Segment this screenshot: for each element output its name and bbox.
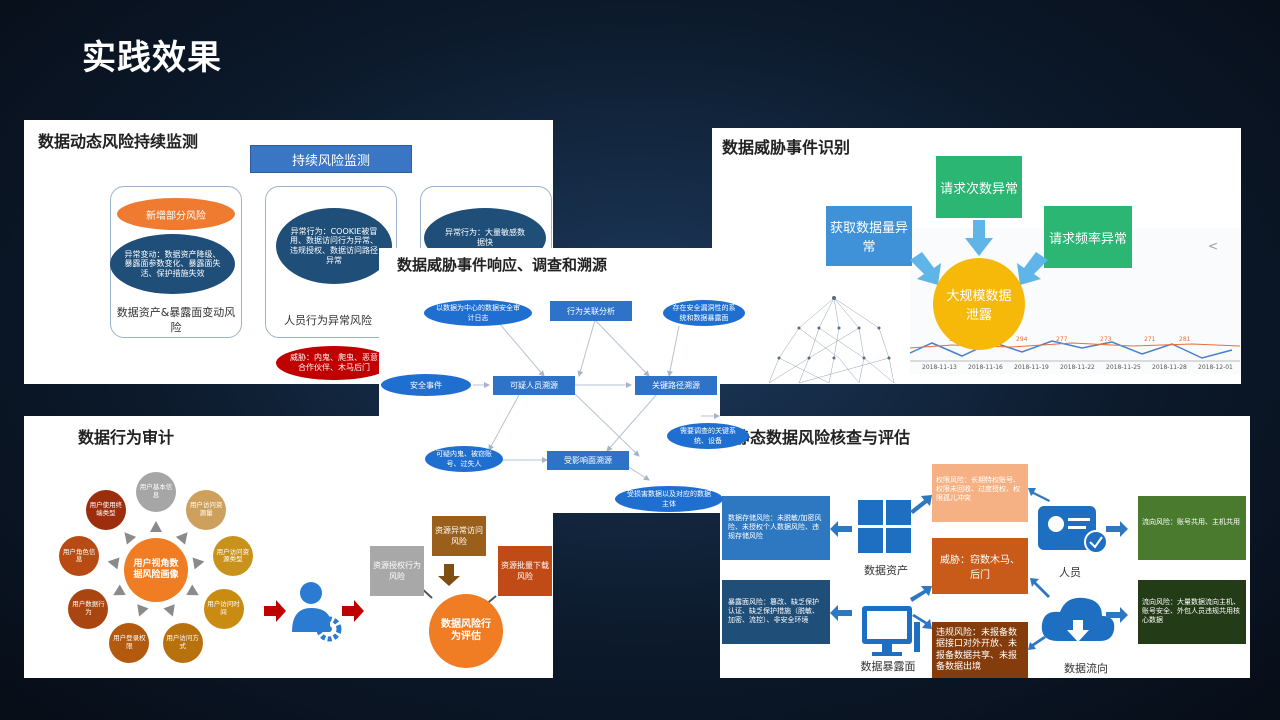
cloud-download-icon [1041, 597, 1115, 642]
panel-threat-response: 数据威胁事件响应、调查和溯源 [379, 248, 895, 513]
arrow-down [965, 220, 993, 256]
attribute-bubble: 用户登录权限 [109, 623, 150, 664]
abnormal-access-box: 资源异常访问风险 [432, 516, 486, 556]
chart-date-label: 2018-11-16 [968, 364, 1003, 371]
attribute-bubble: 用户访问时间 [203, 589, 244, 629]
radial-arrow [150, 521, 162, 532]
data-volume-box: 获取数据量异常 [826, 206, 912, 266]
user-gear-icon [292, 582, 342, 642]
series-line-2 [909, 342, 1241, 349]
mass-leak-circle: 大规模数据泄露 [933, 258, 1025, 350]
attribute-bubble: 用户访问方式 [162, 623, 203, 664]
attribute-bubble: 用户访问资源类型 [212, 536, 253, 577]
damaged-data-node: 受损害数据以及对应的数据主体 [615, 486, 723, 512]
chart-date-label: 2018-11-28 [1152, 364, 1187, 371]
slide-title: 实践效果 [82, 38, 222, 78]
chart-date-label: 2018-12-01 [1198, 364, 1233, 371]
suspect-people-node: 可疑内鬼、被窃账号、过失人 [425, 446, 503, 472]
storage-risk-box: 数据存储风险：未脱敏/加密风险、未授权个人数据风险、违规存储风险 [722, 496, 830, 560]
panel-behavior-audit: 数据行为审计 用户视角数据风险画像 用户基本信息用户访问资源量用户访问资源类型用… [24, 416, 553, 678]
chart-value-label: 277 [1056, 336, 1068, 343]
audit-log-node: 以数据为中心的数据安全审计日志 [424, 300, 532, 326]
connector-arrows [830, 488, 1128, 650]
chart-date-label: 2018-11-22 [1060, 364, 1095, 371]
exposure-risk-box: 暴露面风险：篡改、缺乏保护认证、缺乏保护措施（脱敏、加密、流控）、非安全环境 [722, 580, 830, 644]
panel-static-risk-assessment: 静态数据风险核查与评估 数据存储风险：未脱敏/加密风险、未授权个人数据风险、违规… [720, 416, 1250, 678]
exposure-surface-label: 数据暴露面 [860, 660, 916, 673]
attribute-bubble: 用户访问资源量 [186, 490, 227, 531]
new-risk-badge: 新增部分风险 [117, 198, 235, 230]
flow-risk-box-1: 流向风险：账号共用、主机共用 [1138, 496, 1246, 560]
suspect-trace-node: 可疑人员溯源 [493, 376, 575, 395]
chart-value-label: 294 [1016, 336, 1028, 343]
key-path-trace-node: 关键路径溯源 [635, 376, 717, 395]
chart-value-label: 273 [1100, 336, 1112, 343]
flow-risk-box-2: 流向风险：大量数据流向主机、账号安全、外包人员违规共用核心数据 [1138, 580, 1246, 644]
center-bubble: 用户视角数据风险画像 [124, 538, 188, 602]
person-label: 人员 [1059, 566, 1081, 579]
evaluation-circle: 数据风险行为评估 [429, 594, 503, 668]
icons [830, 488, 1128, 656]
attribute-bubble: 用户角色信息 [59, 536, 100, 577]
chart-date-label: 2018-11-13 [922, 364, 957, 371]
arrows [910, 220, 1048, 285]
red-arrow-2 [342, 600, 364, 622]
chart-date-label: 2018-11-19 [1014, 364, 1049, 371]
request-frequency-box: 请求频率异常 [1044, 206, 1132, 268]
panel-threat-identification: 数据威胁事件识别 < 308294277273271281 2018-11-13… [712, 128, 1241, 384]
red-arrow-1 [264, 600, 286, 622]
panel-title: 数据动态风险持续监测 [38, 132, 199, 151]
column-2-label: 人员行为异常风险 [284, 313, 372, 327]
series-line [909, 340, 1233, 359]
panel-title: 数据威胁事件响应、调查和溯源 [397, 256, 608, 274]
permission-risk-box: 权限风险：长期特权账号、权限未回收、过度授权、权限孤儿冲突 [932, 464, 1028, 522]
data-flow-label: 数据流向 [1064, 662, 1108, 675]
data-asset-label: 数据资产 [864, 564, 908, 577]
behavior-analysis-node: 行为关联分析 [550, 301, 632, 321]
request-count-box: 请求次数异常 [936, 156, 1022, 218]
arrow-right-down [1017, 252, 1048, 285]
threat-badge: 威胁：内鬼、爬虫、恶意合作伙伴、木马后门 [276, 346, 392, 380]
attribute-bubble: 用户基本信息 [136, 472, 176, 512]
flow-lines [473, 319, 720, 481]
authorization-risk-box: 资源授权行为风险 [370, 546, 424, 596]
column-1-text: 异常变动：数据资产降级、暴露面参数变化、暴露面失活、保护措施失效 [110, 234, 235, 294]
attribute-bubble: 用户使用终端类型 [85, 490, 126, 531]
panel-title: 静态数据风险核查与评估 [734, 428, 911, 447]
vulnerable-systems-node: 存在安全漏洞性的系统和数据暴露面 [663, 300, 745, 326]
top-bar: 持续风险监测 [250, 145, 412, 173]
threat-box: 威胁：窃数木马、后门 [932, 538, 1028, 594]
arrow-left-down [910, 252, 941, 285]
panel-title: 数据威胁事件识别 [722, 138, 851, 157]
panel-title: 数据行为审计 [78, 428, 175, 447]
monitor-icon [862, 606, 920, 656]
attribute-bubble: 用户数据行为 [68, 589, 109, 629]
column-1-label: 数据资产&暴露面变动风险 [116, 306, 236, 334]
windows-icon [858, 500, 911, 553]
key-systems-node: 需要调查的关键系统、设备 [667, 423, 749, 449]
chart-date-label: 2018-11-25 [1106, 364, 1141, 371]
arrow-to-eval-1 [438, 564, 460, 586]
chart-value-label: 281 [1179, 336, 1191, 343]
security-event-node: 安全事件 [381, 374, 471, 396]
chart-value-label: 271 [1144, 336, 1156, 343]
network-graph [768, 296, 895, 384]
back-chevron: < [1208, 239, 1218, 253]
violation-risk-box: 违规风险：未报备数据接口对外开放、未报备数据共享、未报备数据出境 [932, 622, 1028, 678]
bulk-download-box: 资源批量下载风险 [498, 546, 552, 596]
id-card-icon [1038, 506, 1108, 554]
column-2-text: 异常行为：COOKIE被冒用、数据访问行为异常、违规授权、数据访问路径异常 [276, 208, 392, 284]
impact-trace-node: 受影响面溯源 [547, 451, 629, 470]
